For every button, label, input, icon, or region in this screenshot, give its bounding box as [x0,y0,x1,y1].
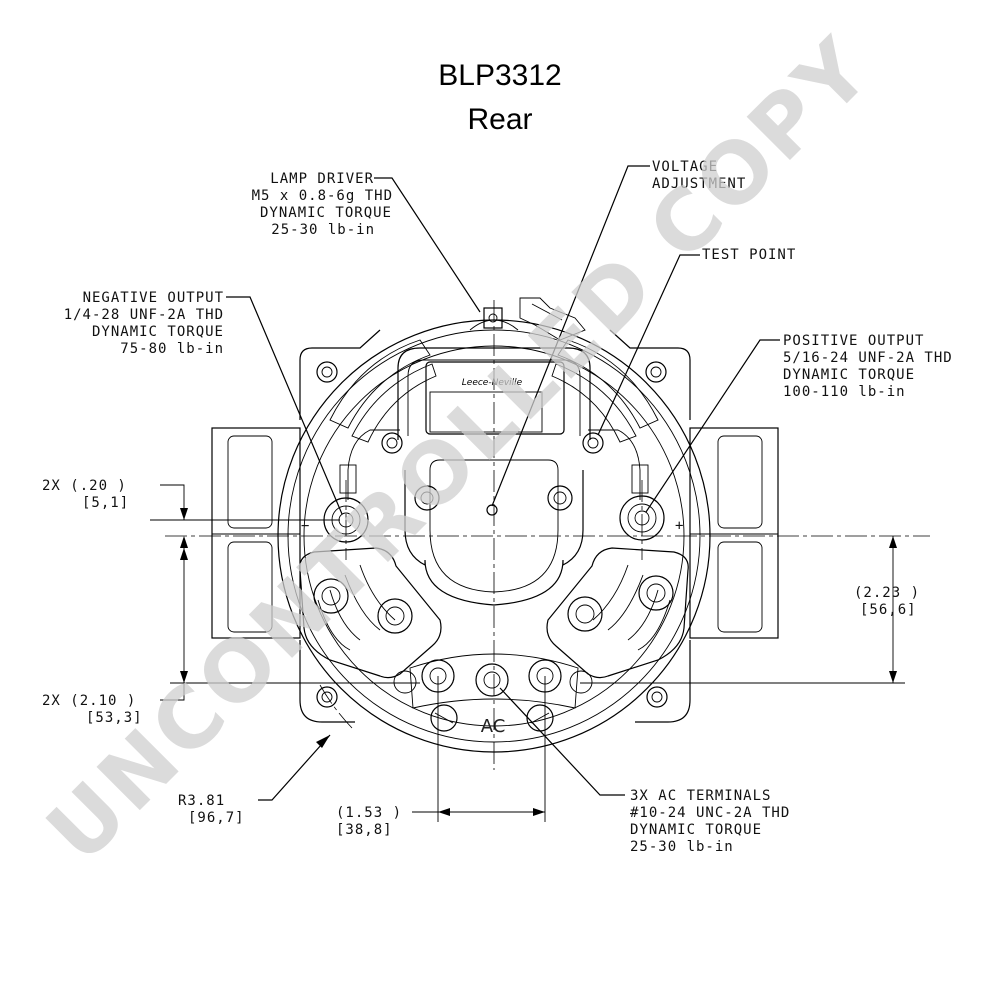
dim-210-inch: 2X (2.10 ) [42,693,136,709]
dim-020-mm: [5,1] [82,495,129,511]
voltage-adjustment-line-1: VOLTAGE [652,159,718,175]
brand-logo: Leece-Neville [462,378,523,388]
uncontrolled-copy-watermark: UNCONTROLLED COPY [28,18,891,881]
positive-output-line-3: DYNAMIC TORQUE [783,367,915,383]
dim-223-mm: [56,6] [860,602,917,618]
drawing-title: BLP3312 [438,59,562,92]
positive-mark: + [675,518,684,534]
dim-020-inch: 2X (.20 ) [42,478,127,494]
callout-ac-terminals: 3X AC TERMINALS #10-24 UNC-2A THD DYNAMI… [630,788,790,855]
ac-terminals-line-2: #10-24 UNC-2A THD [630,805,790,821]
test-point-line-1: TEST POINT [702,247,796,263]
callout-lamp-driver: LAMP DRIVER M5 x 0.8-6g THD DYNAMIC TORQ… [252,171,393,238]
radius-mm: [96,7] [188,810,245,826]
dim-153-inch: (1.53 ) [336,805,402,821]
callout-test-point: TEST POINT [702,247,796,263]
callout-positive-output: POSITIVE OUTPUT 5/16-24 UNF-2A THD DYNAM… [783,333,953,400]
negative-output-line-4: 75-80 lb-in [120,341,224,357]
radius-inch: R3.81 [178,793,225,809]
dimension-labels: 2X (.20 ) [5,1] 2X (2.10 ) [53,3] (2.23 … [42,478,920,838]
lamp-driver-line-4: 25-30 lb-in [271,222,375,238]
center-lines [165,300,930,770]
ac-terminals-line-1: 3X AC TERMINALS [630,788,771,804]
negative-mark: − [301,518,310,534]
dim-153-mm: [38,8] [336,822,393,838]
dimension-lines [150,484,905,822]
ac-mark: AC [481,716,506,737]
lamp-driver-line-1: LAMP DRIVER [270,171,374,187]
drawing-subtitle: Rear [467,103,533,136]
negative-output-line-2: 1/4-28 UNF-2A THD [64,307,224,323]
dim-223-inch: (2.23 ) [854,585,920,601]
lamp-driver-line-2: M5 x 0.8-6g THD [252,188,393,204]
positive-output-line-1: POSITIVE OUTPUT [783,333,924,349]
leader-lines [226,165,780,801]
callout-voltage-adjustment: VOLTAGE ADJUSTMENT [652,159,746,192]
lamp-driver-line-3: DYNAMIC TORQUE [260,205,392,221]
voltage-adjustment-line-2: ADJUSTMENT [652,176,746,192]
dim-210-mm: [53,3] [86,710,143,726]
negative-output-line-3: DYNAMIC TORQUE [92,324,224,340]
ac-terminals-line-4: 25-30 lb-in [630,839,734,855]
ac-terminals-line-3: DYNAMIC TORQUE [630,822,762,838]
negative-output-line-1: NEGATIVE OUTPUT [83,290,224,306]
callout-negative-output: NEGATIVE OUTPUT 1/4-28 UNF-2A THD DYNAMI… [64,290,224,357]
positive-output-line-4: 100-110 lb-in [783,384,906,400]
positive-output-line-2: 5/16-24 UNF-2A THD [783,350,953,366]
